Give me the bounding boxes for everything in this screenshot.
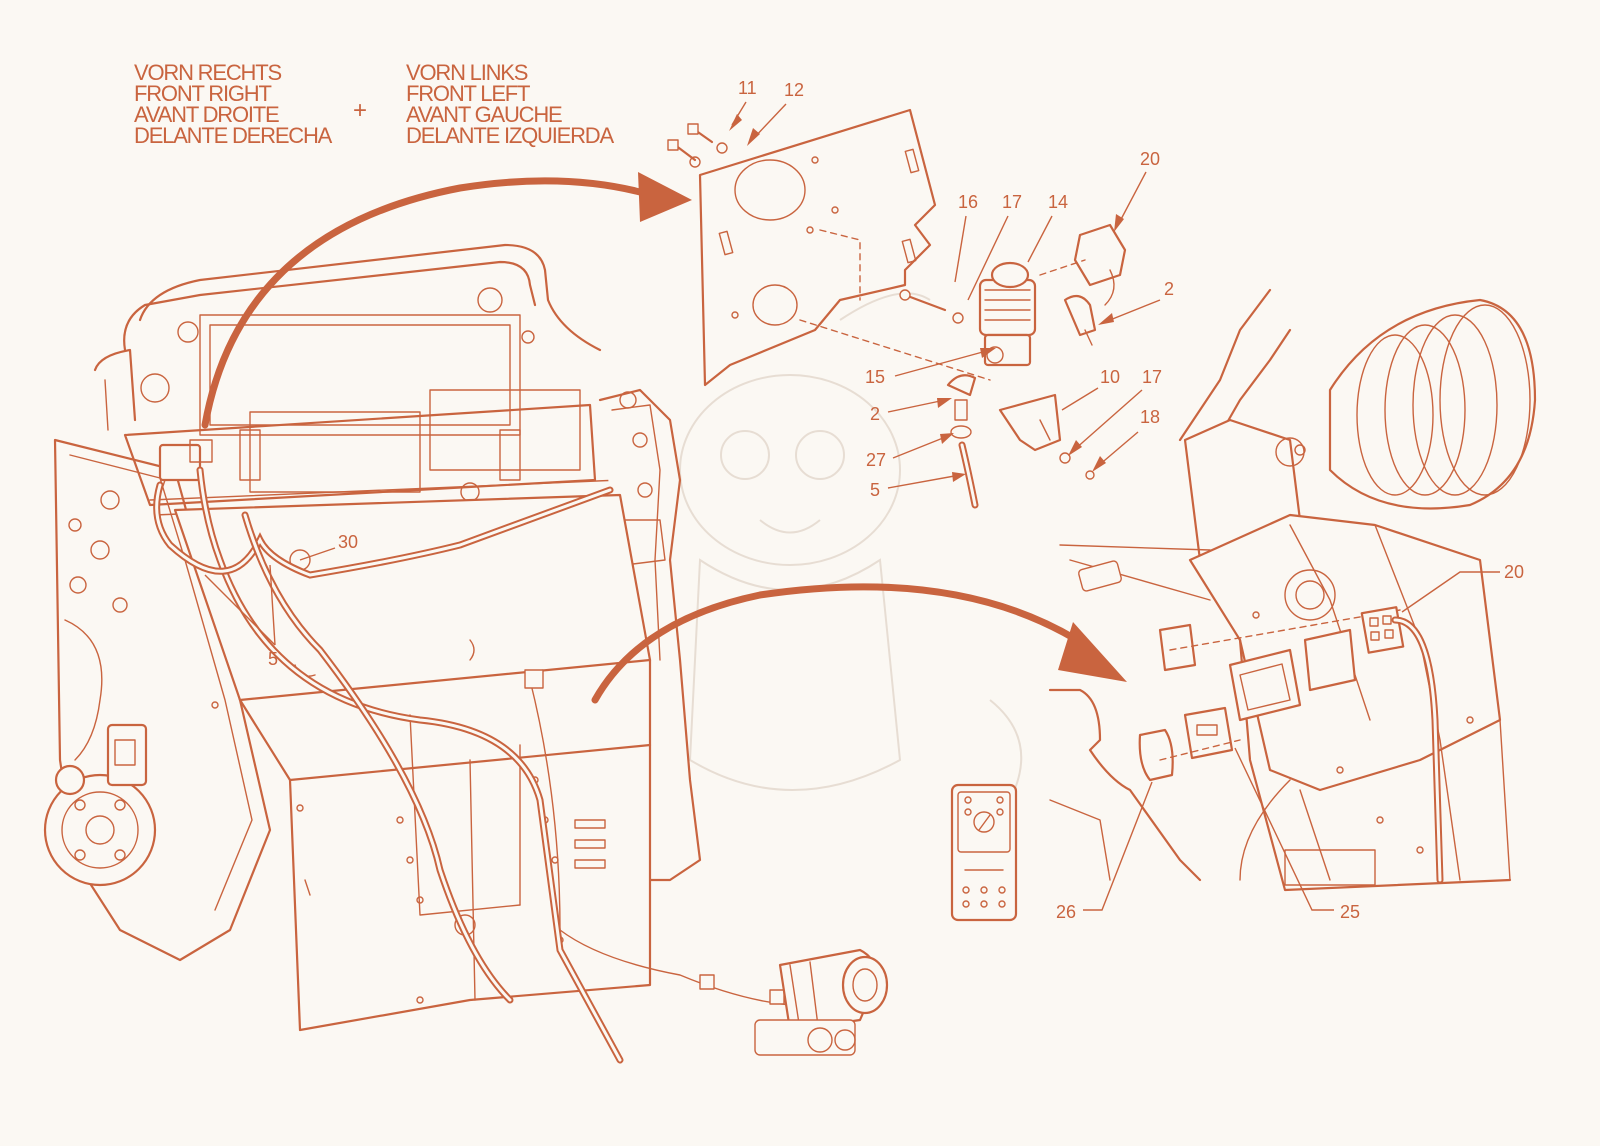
gear-assembly bbox=[43, 723, 157, 887]
callout-20a: 20 bbox=[1140, 149, 1160, 169]
connector-block bbox=[1360, 606, 1405, 654]
callout-30: 30 bbox=[338, 532, 358, 552]
arrow-to-plate bbox=[201, 172, 692, 429]
callout-18: 18 bbox=[1140, 407, 1160, 427]
watermark-mascot bbox=[679, 292, 1023, 801]
callout-17a: 17 bbox=[1002, 192, 1022, 212]
callout-10: 10 bbox=[1100, 367, 1120, 387]
valve-left bbox=[158, 439, 213, 496]
label-right-en: FRONT RIGHT bbox=[134, 81, 271, 106]
machine-body bbox=[43, 243, 889, 1064]
hoses bbox=[153, 466, 791, 1064]
control-panel-assembly bbox=[950, 288, 1537, 922]
callout-2a: 2 bbox=[1164, 279, 1174, 299]
callout-14: 14 bbox=[1048, 192, 1068, 212]
label-right-es: DELANTE DERECHA bbox=[134, 123, 333, 148]
label-left-es: DELANTE IZQUIERDA bbox=[406, 123, 614, 148]
callout-5a: 5 bbox=[870, 480, 880, 500]
callout-2b: 2 bbox=[870, 404, 880, 424]
position-labels: VORN RECHTS FRONT RIGHT AVANT DROITE DEL… bbox=[134, 60, 616, 148]
callout-25: 25 bbox=[1340, 902, 1360, 922]
callout-26: 26 bbox=[1056, 902, 1076, 922]
arrow-to-panel bbox=[591, 583, 1127, 704]
label-left-fr: AVANT GAUCHE bbox=[406, 102, 562, 127]
callout-11: 11 bbox=[738, 78, 757, 98]
callout-16: 16 bbox=[958, 192, 978, 212]
mounting-plate-assembly bbox=[667, 108, 1127, 509]
label-right-fr: AVANT DROITE bbox=[134, 102, 279, 127]
callouts: 11 12 16 17 14 20 2 15 2 10 17 18 27 bbox=[204, 78, 1524, 922]
callout-20b: 20 bbox=[1504, 562, 1524, 582]
callout-15: 15 bbox=[865, 367, 885, 387]
label-left-en: FRONT LEFT bbox=[406, 81, 530, 106]
pump-motor bbox=[754, 948, 889, 1056]
callout-17b: 17 bbox=[1142, 367, 1162, 387]
label-plus: + bbox=[353, 97, 367, 124]
callout-27: 27 bbox=[866, 450, 886, 470]
label-left-de: VORN LINKS bbox=[406, 60, 528, 85]
label-right-de: VORN RECHTS bbox=[134, 60, 281, 85]
callout-12: 12 bbox=[784, 80, 804, 100]
switch-face bbox=[950, 783, 1018, 922]
callout-5b: 5 bbox=[268, 649, 278, 669]
